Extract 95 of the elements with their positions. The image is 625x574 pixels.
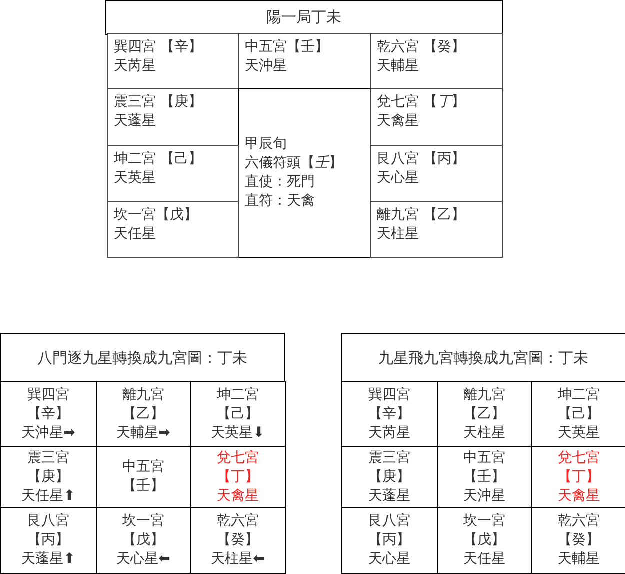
cell-text: 【戊】 [122, 531, 164, 550]
grid-cell [190, 381, 286, 447]
cell-text: 天任星⬆ [22, 486, 76, 506]
cell-text: 坎一宮 [464, 512, 506, 531]
table-title: 陽一局丁未 [266, 8, 342, 27]
grid-cell [0, 381, 97, 447]
cell-text: 天蓬星 [368, 486, 410, 506]
cell-text: 【壬】 [464, 468, 506, 486]
cell-text: 天沖星➡ [22, 424, 76, 442]
title-cell [105, 0, 503, 35]
cell-text: 直使：死門 [245, 173, 315, 192]
cell-text: 【壬】 [122, 477, 164, 496]
cell-text: 【庚】 [28, 468, 70, 486]
cell-text: 天輔星➡ [116, 424, 170, 442]
grid-cell [341, 381, 438, 447]
cell-text: 艮八宮 [368, 512, 410, 531]
cell-text: 中五宮【壬】 [245, 38, 329, 57]
cell-text: 天心星 [377, 169, 419, 188]
cell-text: 巽四宮 [28, 386, 70, 404]
cell-text: 天蓬星 [114, 112, 156, 131]
cell-text: 坎一宮 [122, 512, 164, 531]
grid-cell [370, 145, 503, 202]
cell-text: 天蓬星⬆ [22, 550, 76, 569]
cell-text: 天任星 [114, 225, 156, 244]
cell-text: 兌七宮 [217, 448, 259, 468]
grid-cell [190, 507, 286, 574]
title-cell [0, 333, 285, 383]
cell-text: 震三宮 [368, 448, 410, 468]
cell-text: 甲辰旬 [245, 135, 287, 154]
cell-text: 乾六宮 【癸】 [377, 38, 466, 57]
cell-text: 天禽星 [217, 486, 259, 506]
cell-text: 乾六宮 [217, 512, 259, 531]
cell-text: 中五宮 [122, 458, 164, 477]
cell-text: 天心星 [368, 550, 410, 569]
cell-text: 天沖星 [245, 57, 287, 76]
cell-text: 天心星⬅ [116, 550, 170, 569]
cell-text: 坤二宮 【己】 [114, 150, 202, 169]
cell-text: 震三宮 【庚】 [114, 93, 202, 112]
cell-text: 天柱星 [377, 225, 419, 244]
title-cell [341, 333, 625, 383]
cell-text: 巽四宮 [368, 386, 410, 404]
grid-cell [370, 33, 503, 89]
grid-cell [107, 201, 239, 258]
cell-text: 天芮星 [114, 57, 156, 76]
grid-cell [107, 33, 239, 89]
cell-text: 【癸】 [217, 531, 259, 550]
grid-cell [238, 88, 371, 258]
cell-text: 天英星 [558, 424, 600, 442]
cell-text: 天柱星⬅ [211, 550, 265, 569]
cell-text: 【己】 [558, 404, 600, 424]
cell-text: 艮八宮 [28, 512, 70, 531]
grid-cell [370, 201, 503, 258]
cell-text: 坤二宮 [217, 386, 259, 404]
cell-text: 坤二宮 [558, 386, 600, 404]
cell-text: 【乙】 [464, 404, 506, 424]
cell-text: 六儀符頭【壬】 [245, 154, 343, 173]
cell-text: 巽四宮 【辛】 [114, 38, 202, 57]
cell-text: 震三宮 [28, 448, 70, 468]
cell-text: 【丙】 [28, 531, 70, 550]
cell-text: 【庚】 [368, 468, 410, 486]
cell-text: 【丁】 [558, 468, 600, 486]
grid-cell [107, 145, 239, 202]
cell-text: 離九宮 [122, 386, 164, 404]
cell-text: 坎一宮【戊】 [114, 206, 198, 225]
cell-text: 天禽星 [558, 486, 600, 506]
cell-text: 【癸】 [558, 531, 600, 550]
cell-text: 天英星 [114, 169, 156, 188]
cell-text: 天芮星 [368, 424, 410, 442]
grid-cell [341, 507, 438, 574]
cell-text: 天輔星 [377, 57, 419, 76]
cell-text: 乾六宮 [558, 512, 600, 531]
cell-text: 艮八宮 【丙】 [377, 150, 466, 169]
grid-cell [0, 507, 97, 574]
cell-text: 離九宮 [464, 386, 506, 404]
cell-text: 天任星 [464, 550, 506, 569]
cell-text: 天沖星 [464, 486, 506, 506]
cell-text: 【辛】 [368, 404, 410, 424]
cell-text: 天輔星 [558, 550, 600, 569]
cell-text: 天柱星 [464, 424, 506, 442]
grid-cell [370, 88, 503, 146]
cell-text: 【己】 [217, 404, 259, 424]
cell-text: 直符：天禽 [245, 192, 315, 211]
table-title: 八門逐九星轉換成九宮圖：丁未 [38, 348, 248, 368]
cell-text: 兌七宮 【丁】 [377, 93, 466, 112]
cell-text: 天禽星 [377, 112, 419, 131]
cell-text: 中五宮 [464, 448, 506, 468]
cell-text: 兌七宮 [558, 448, 600, 468]
cell-text: 【丁】 [217, 468, 259, 486]
cell-text: 【丙】 [368, 531, 410, 550]
table-title: 九星飛九宮轉換成九宮圖：丁未 [378, 348, 588, 368]
cell-text: 離九宮 【乙】 [377, 206, 466, 225]
cell-text: 【乙】 [122, 404, 164, 424]
cell-text: 天英星⬇ [211, 424, 265, 442]
cell-text: 【戊】 [464, 531, 506, 550]
cell-text: 【辛】 [28, 404, 70, 424]
